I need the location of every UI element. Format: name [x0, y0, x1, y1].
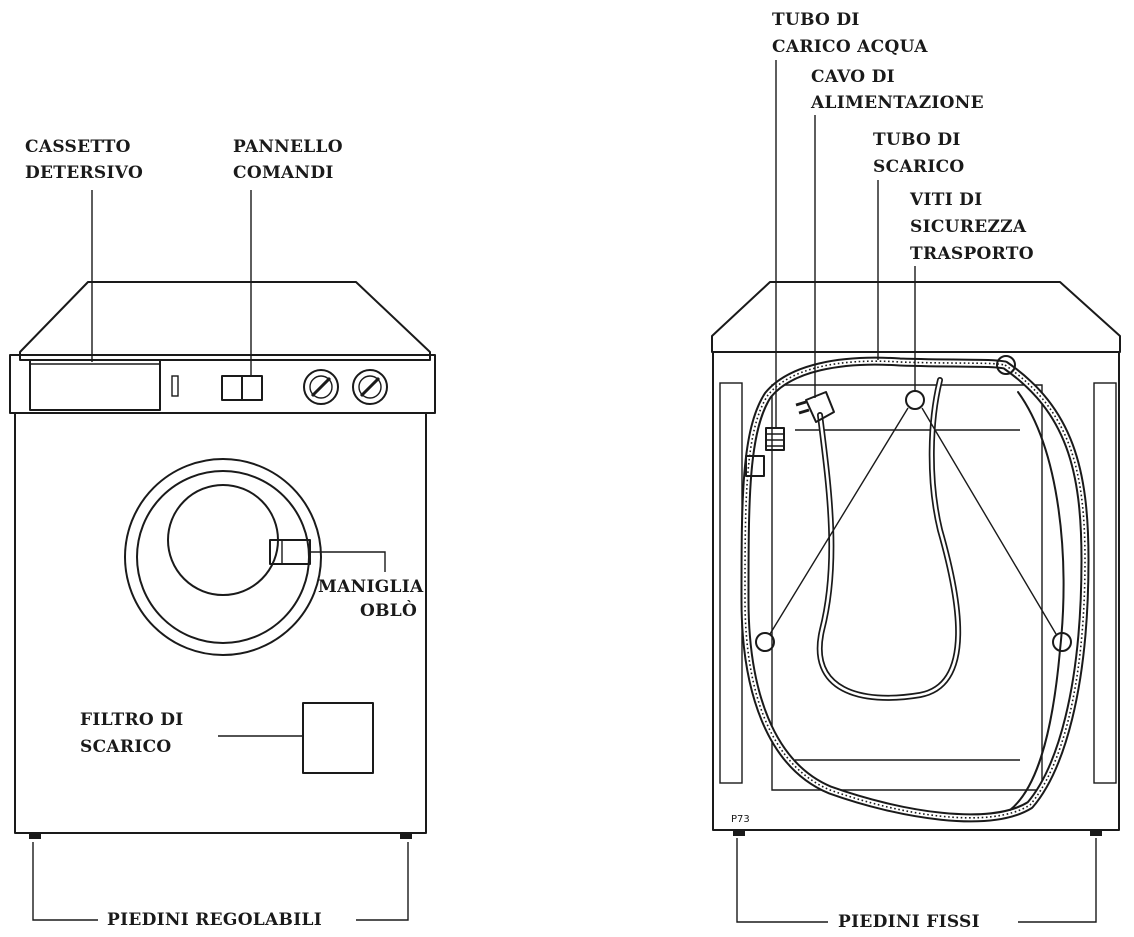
leader-fixed-feet-left — [736, 838, 828, 923]
power-cable — [795, 377, 962, 701]
drain-filter-panel — [302, 702, 374, 774]
knob-right — [352, 369, 388, 405]
label-detergent-drawer: CASSETTO DETERSIVO — [25, 137, 143, 183]
rear-pillar-right — [1093, 382, 1117, 784]
label-water-inlet-hose: TUBO DI CARICO ACQUA — [772, 10, 928, 57]
leader-screw-right — [921, 407, 1057, 635]
drain-hose-inner-loop — [1009, 391, 1065, 811]
rear-body — [712, 351, 1120, 831]
leader-adjustable-feet-left — [32, 842, 98, 921]
rear-pillar-left — [719, 382, 743, 784]
label-adjustable-feet: PIEDINI REGOLABILI — [107, 910, 322, 930]
figure-code: P73 — [731, 814, 750, 825]
porthole-door — [124, 458, 322, 656]
leader-adjustable-feet-right — [356, 842, 409, 921]
switch-right — [241, 375, 263, 401]
transport-screws — [755, 390, 1072, 652]
label-transport-screws: VITI DI SICUREZZA TRASPORTO — [909, 190, 1034, 264]
label-fixed-feet: PIEDINI FISSI — [838, 912, 980, 932]
rear-foot-left — [733, 829, 745, 836]
transport-screw-top — [905, 390, 925, 410]
leader-fixed-feet-right — [1018, 838, 1097, 923]
front-body — [14, 412, 427, 834]
label-power-cable: CAVO DI ALIMENTAZIONE — [810, 67, 984, 113]
inlet-valve — [745, 427, 785, 477]
knob-left — [303, 369, 339, 405]
rear-foot-right — [1090, 829, 1102, 836]
label-door-handle: MANIGLIA OBLÒ — [318, 577, 430, 621]
rear-top-lid — [711, 281, 1121, 353]
front-foot-right — [400, 832, 412, 839]
label-drain-filter: FILTRO DI SCARICO — [80, 710, 190, 757]
rear-back-panel — [771, 384, 1043, 791]
label-drain-hose: TUBO DI SCARICO — [873, 130, 967, 177]
transport-screw-left — [755, 632, 775, 652]
indicator-slot — [171, 375, 179, 397]
rear-view: TUBO DI CARICO ACQUA CAVO DI ALIMENTAZIO… — [711, 10, 1121, 932]
front-foot-left — [29, 832, 41, 839]
transport-screw-right — [1052, 632, 1072, 652]
switch-left — [221, 375, 243, 401]
drain-hose — [740, 355, 1090, 823]
front-top-lid — [19, 281, 431, 361]
leader-screw-left — [769, 407, 909, 635]
leader-door-handle — [310, 551, 386, 572]
label-control-panel: PANNELLO COMANDI — [233, 137, 349, 183]
front-view: CASSETTO DETERSIVO PANNELLO COMANDI MANI… — [9, 137, 436, 930]
detergent-drawer — [29, 359, 161, 411]
